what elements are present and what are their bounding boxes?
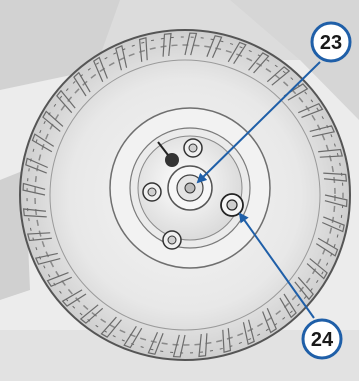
callout-23-label: 23	[320, 32, 342, 54]
wheel-nut	[221, 194, 243, 216]
lug-nut-bottom	[163, 231, 181, 249]
lug-nut-left	[143, 183, 161, 201]
lug-nut-top	[184, 139, 202, 157]
wheel-hub-center	[168, 166, 212, 210]
callout-24-label: 24	[311, 329, 334, 351]
